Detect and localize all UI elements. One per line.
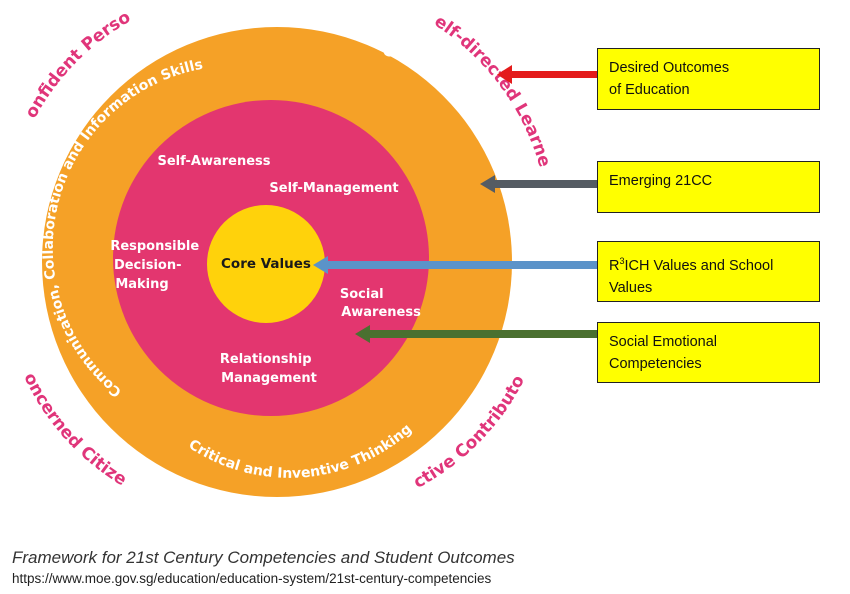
arrow-social-emotional-shaft bbox=[368, 330, 597, 338]
callout-values-prefix: R bbox=[609, 257, 620, 274]
label-core-values: Core Values bbox=[221, 256, 311, 272]
arrow-desired-outcomes-head bbox=[497, 65, 512, 84]
label-social-awareness: Social Awareness bbox=[340, 287, 421, 320]
arrow-values bbox=[313, 256, 597, 274]
label-self-awareness: Self-Awareness bbox=[157, 154, 270, 169]
arrow-emerging-21cc-head bbox=[480, 175, 495, 193]
callout-values-line-2: Values bbox=[609, 279, 653, 296]
label-self-management: Self-Management bbox=[269, 181, 398, 196]
arrow-emerging-21cc bbox=[480, 175, 597, 193]
callout-emerging-21cc-line-1: Emerging 21CC bbox=[609, 173, 713, 189]
label-responsible-decision-making: Responsible Decision- Making bbox=[110, 239, 203, 292]
arrow-values-head bbox=[313, 256, 328, 274]
callout-social-emotional: Social Emotional Competencies bbox=[597, 322, 820, 383]
source-url: https://www.moe.gov.sg/education/educati… bbox=[12, 571, 492, 586]
callout-desired-outcomes: Desired Outcomes of Education bbox=[597, 48, 820, 110]
callout-values-line-1-rest: ICH Values and School bbox=[624, 257, 774, 274]
arrow-desired-outcomes bbox=[497, 65, 597, 84]
arrow-desired-outcomes-shaft bbox=[510, 71, 597, 78]
figure-caption: Framework for 21st Century Competencies … bbox=[12, 548, 515, 567]
arrow-social-emotional bbox=[355, 325, 597, 343]
callout-social-emotional-line-1: Social Emotional bbox=[609, 334, 717, 350]
arrow-values-shaft bbox=[326, 261, 597, 269]
callout-r3ich-values: R3ICH Values and School Values bbox=[597, 241, 820, 302]
arrow-emerging-21cc-shaft bbox=[493, 180, 597, 188]
callout-desired-outcomes-line-2: of Education bbox=[609, 82, 690, 98]
callout-values-superscript: 3 bbox=[619, 256, 625, 266]
callout-desired-outcomes-line-1: Desired Outcomes bbox=[609, 60, 730, 76]
label-relationship-management: Relationship Management bbox=[220, 352, 317, 386]
callout-values-line-1: R3ICH Values and School bbox=[609, 250, 808, 277]
callout-social-emotional-line-2: Competencies bbox=[609, 356, 702, 372]
arrow-social-emotional-head bbox=[355, 325, 370, 343]
callout-emerging-21cc: Emerging 21CC bbox=[597, 161, 820, 213]
core-values-circle bbox=[207, 205, 325, 323]
